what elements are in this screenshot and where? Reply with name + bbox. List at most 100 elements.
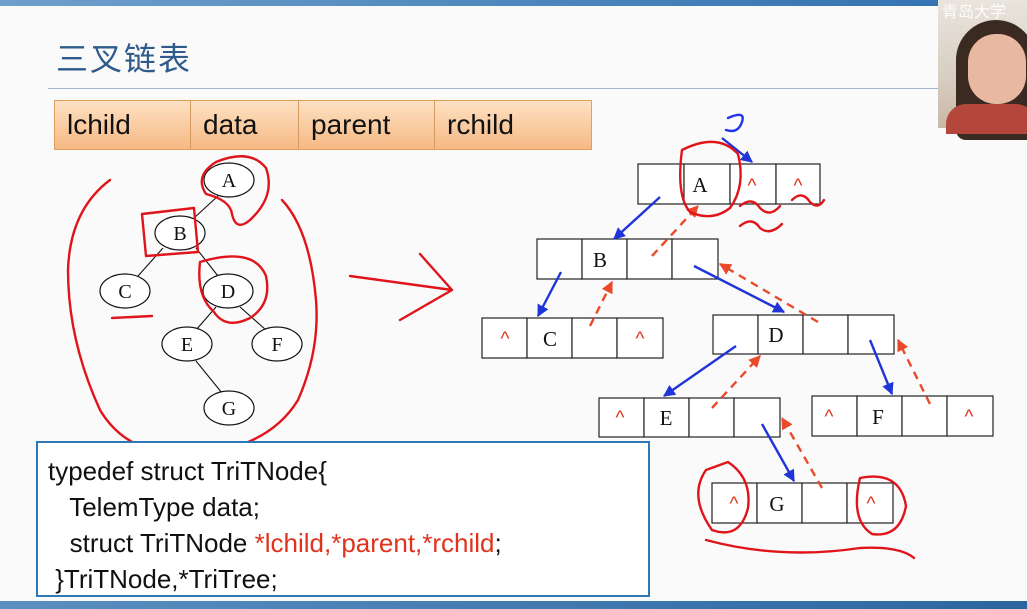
list-node-d-data: D <box>768 323 783 347</box>
list-node-f-rchild: ^ <box>965 407 974 428</box>
tree-node-f: F <box>251 326 303 362</box>
circle-around-g-rchild <box>855 475 908 536</box>
tree-node-e: E <box>161 326 213 362</box>
webcam-watermark: 青岛大学 <box>942 2 1007 21</box>
handwritten-annotations <box>66 140 916 560</box>
list-node-g-data: G <box>769 492 784 516</box>
list-node-c: ^ C ^ <box>481 317 664 359</box>
list-node-b: B <box>536 238 719 280</box>
second-squiggle <box>738 220 784 233</box>
transform-arrow <box>348 252 454 322</box>
pointer-f-parent <box>896 338 932 405</box>
pointer-e-rchild <box>760 423 796 483</box>
list-node-c-data-cell <box>526 317 573 359</box>
tree-node-g: G <box>203 390 255 426</box>
tree-node-f-shape <box>251 326 303 362</box>
tree-node-d-label: D <box>221 281 235 303</box>
tree-edges <box>137 195 267 394</box>
underline-g <box>704 538 916 560</box>
pointer-e-parent <box>711 355 761 409</box>
pointer-a-lchild <box>613 196 661 240</box>
pointer-root <box>721 137 753 163</box>
tree-node-a-label: A <box>222 170 237 192</box>
loop-around-d <box>198 255 269 324</box>
tree-node-e-shape <box>161 326 213 362</box>
list-node-a-lchild-cell <box>637 163 685 205</box>
list-node-c-data: C <box>543 327 557 351</box>
field-parent: parent <box>299 101 435 149</box>
list-node-d-rchild-cell <box>847 314 895 355</box>
code-pointer-fields: *lchild,*parent,*rchild <box>254 528 495 558</box>
list-node-c-lchild: ^ <box>501 329 510 350</box>
list-node-f-lchild-cell <box>811 395 858 437</box>
squiggle-under-rchild <box>790 194 826 207</box>
webcam-overlay: 青岛大学 <box>938 0 1027 140</box>
tree-node-a-shape <box>203 162 255 198</box>
list-node-g-rchild: ^ <box>867 494 876 515</box>
code-line-3: struct TriTNode *lchild,*parent,*rchild; <box>48 525 648 561</box>
code-line-4: }TriTNode,*TriTree; <box>48 564 278 594</box>
list-node-a-parent: ^ <box>748 176 757 197</box>
tree-edge-b-c <box>137 247 164 277</box>
list-node-f-data: F <box>872 405 884 429</box>
tree-node-f-label: F <box>271 334 282 356</box>
list-node-c-rchild-cell <box>616 317 664 359</box>
list-node-e-data: E <box>660 406 673 430</box>
circle-around-a-data <box>679 140 742 218</box>
list-node-c-rchild: ^ <box>636 329 645 350</box>
tree-node-d-shape <box>202 273 254 309</box>
tree-node-g-label: G <box>222 398 236 420</box>
list-node-g-data-cell <box>756 482 803 524</box>
child-pointers <box>536 113 894 483</box>
squiggle-under-parent <box>738 200 782 214</box>
list-node-a-data: A <box>692 173 708 197</box>
list-node-a: A ^ ^ <box>637 163 821 205</box>
tree-node-g-shape <box>203 390 255 426</box>
tree-edge-a-b <box>193 195 219 219</box>
tree-node-a: A <box>203 162 255 198</box>
list-node-b-rchild-cell <box>671 238 719 280</box>
tree-node-c: C <box>99 273 151 309</box>
bottom-accent-bar <box>0 601 1027 609</box>
pointer-b-lchild <box>536 271 563 318</box>
list-node-f: ^ F ^ <box>811 395 994 437</box>
pointer-d-lchild <box>663 345 737 397</box>
circle-around-g-lchild <box>697 460 750 534</box>
title-divider <box>48 88 938 89</box>
slide-title: 三叉链表 <box>56 40 193 78</box>
list-node-d-parent-cell <box>802 314 849 355</box>
list-node-a-rchild: ^ <box>794 176 803 197</box>
code-line-1: typedef struct TriTNode{ <box>48 456 327 486</box>
list-node-d: D <box>712 314 895 355</box>
list-node-a-data-cell <box>683 163 731 205</box>
presenter-face <box>968 34 1026 104</box>
list-node-g-parent-cell <box>801 482 848 524</box>
tree-edge-d-f <box>239 306 267 331</box>
code-line-3-prefix: struct TriTNode <box>48 528 255 558</box>
list-node-e: ^ E <box>598 397 781 438</box>
pointer-b-parent <box>651 205 699 257</box>
list-node-d-data-cell <box>757 314 804 355</box>
list-node-e-lchild: ^ <box>616 408 625 429</box>
code-line-2: TelemType data; <box>48 492 260 522</box>
presenter-shirt <box>946 104 1027 134</box>
tree-node-b-shape <box>154 215 206 251</box>
box-around-b <box>140 206 200 258</box>
list-node-b-data-cell <box>581 238 628 280</box>
list-node-f-data-cell <box>856 395 903 437</box>
list-node-f-lchild: ^ <box>825 407 834 428</box>
tree-edge-b-d <box>195 247 219 277</box>
list-node-e-rchild-cell <box>733 397 781 438</box>
list-node-c-parent-cell <box>571 317 618 359</box>
list-node-g-lchild: ^ <box>730 494 739 515</box>
underline-c <box>110 314 154 320</box>
list-node-e-parent-cell <box>688 397 735 438</box>
code-line-3-suffix: ; <box>494 528 502 558</box>
tree-node-c-label: C <box>118 281 131 303</box>
tree-node-b: B <box>154 215 206 251</box>
parent-pointers <box>588 205 932 489</box>
field-rchild: rchild <box>447 109 514 140</box>
list-node-f-parent-cell <box>901 395 948 437</box>
pointer-d-rchild <box>868 339 894 396</box>
